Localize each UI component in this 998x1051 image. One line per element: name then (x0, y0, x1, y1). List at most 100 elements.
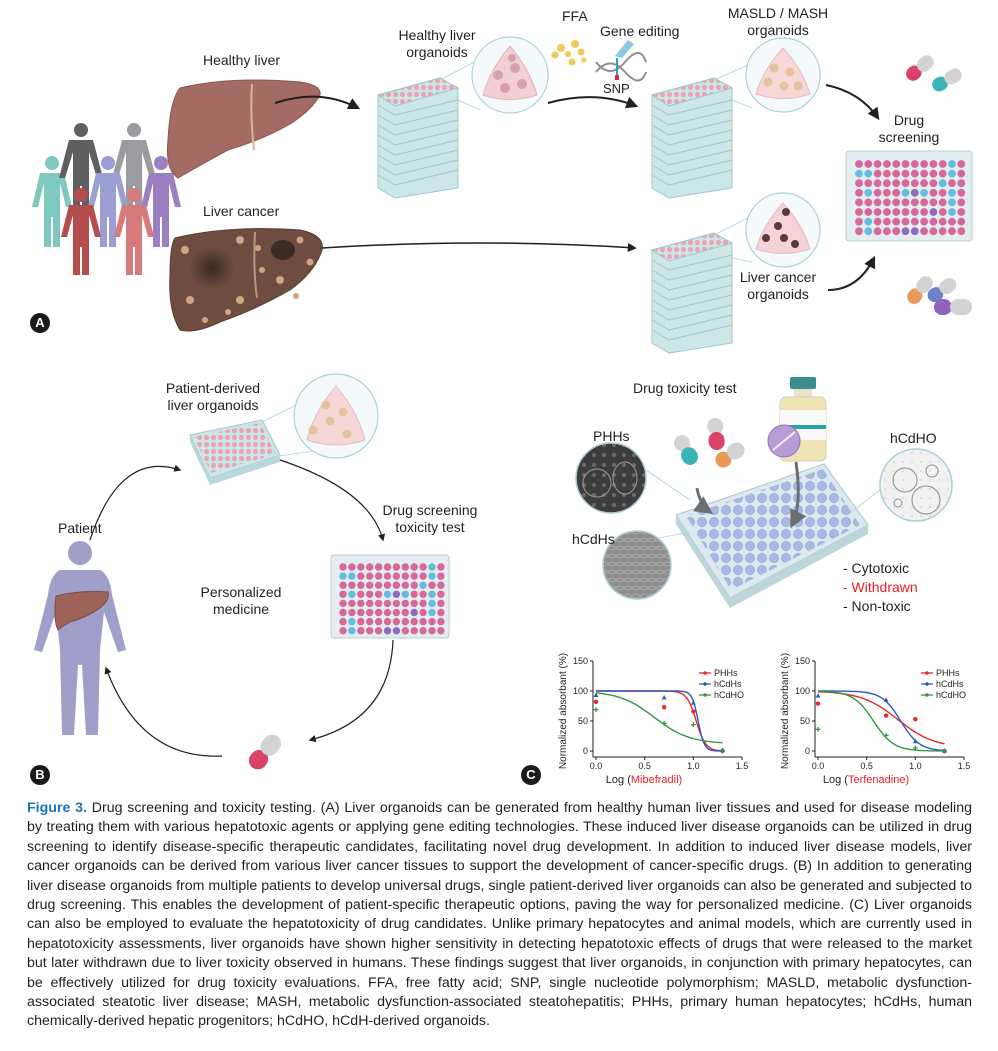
x-axis-label: Log (Terfenadine) (823, 774, 909, 786)
plate-well (855, 160, 863, 168)
legend-label: hCdHO (936, 690, 966, 700)
plate-well (910, 217, 919, 226)
plate-well (401, 572, 409, 580)
plate-well (873, 188, 882, 197)
data-point (661, 721, 667, 726)
data-point (942, 748, 947, 754)
data-point (883, 733, 889, 738)
arrow (827, 255, 876, 291)
plate-well (374, 608, 383, 617)
plate-well (339, 599, 347, 608)
plate-well (410, 599, 418, 608)
x-axis-label: Log (Mibefradil) (606, 774, 682, 786)
panel-b-badge: B (30, 765, 50, 785)
plate-well (437, 590, 445, 598)
plate-well (929, 217, 938, 226)
legend-label: hCdHs (936, 679, 964, 689)
plate-well (883, 227, 891, 236)
plate-well (383, 581, 392, 589)
plate-well (339, 563, 347, 571)
plate-well (957, 217, 966, 226)
plate-well (892, 198, 901, 207)
fit-curve-hcdhs (818, 690, 945, 752)
plate-well (410, 627, 418, 635)
plate-well (883, 160, 891, 168)
x-tick-label: 0.5 (638, 761, 651, 771)
plate-well (957, 169, 966, 178)
plate-well (957, 227, 966, 236)
plate-well (920, 188, 928, 197)
plate-well (374, 572, 383, 580)
plate-well (938, 188, 947, 197)
data-point (661, 705, 667, 710)
legend-label: PHHs (714, 668, 738, 678)
plate-well (892, 227, 901, 236)
plate-well (366, 617, 374, 626)
plate-well (938, 179, 947, 188)
plate-well (392, 599, 401, 608)
plate-well (948, 217, 956, 226)
plate-well (410, 617, 418, 626)
arrow (89, 464, 182, 541)
plate-well (419, 599, 427, 608)
gene-editing-label: Gene editing (600, 23, 680, 39)
outcome-withdrawn: - Withdrawn (843, 579, 918, 595)
data-point (690, 722, 696, 727)
plate-well (883, 198, 891, 207)
toxicity-outcome-list: - Cytotoxic - Withdrawn - Non-toxic (843, 559, 918, 616)
plate-well (348, 563, 356, 571)
personalized-medicine-label: Personalized medicine (200, 584, 282, 617)
plate-well (855, 227, 863, 236)
plate-well (929, 208, 938, 216)
patient-organoids-label: Patient-derived liver organoids (165, 380, 261, 413)
plate-well (410, 563, 418, 571)
arrow (274, 95, 361, 110)
plate-well (339, 627, 347, 635)
plate-well (339, 608, 347, 617)
y-tick-label: 50 (578, 716, 588, 726)
liver-cancer-label: Liver cancer (203, 203, 280, 219)
plate-well (892, 179, 901, 188)
arrow (308, 639, 394, 743)
plate-well (855, 169, 863, 178)
plate-well (437, 563, 445, 571)
plate-well (366, 572, 374, 580)
arrow (825, 84, 880, 120)
plate-well (938, 227, 947, 236)
plate-well (383, 627, 392, 635)
x-tick-label: 0.0 (812, 761, 825, 771)
phhs-label: PHHs (593, 428, 630, 444)
x-tick-label: 1.0 (687, 761, 700, 771)
plate-well (873, 208, 882, 216)
plate-well (383, 599, 392, 608)
data-point (720, 748, 725, 754)
legend-marker (703, 671, 707, 675)
plate-well (948, 208, 956, 216)
plate-well (428, 617, 436, 626)
plate-well (910, 188, 919, 197)
plate-well (357, 608, 365, 617)
ffa-droplets-icon (551, 40, 587, 66)
legend-marker (925, 693, 929, 697)
plate-well (374, 599, 383, 608)
plate-well (901, 198, 910, 207)
plate-well (401, 581, 409, 589)
data-point (815, 693, 821, 698)
patient-organoid-magnifier (261, 373, 379, 459)
plate-well (410, 590, 418, 598)
arrow (321, 242, 637, 253)
data-point (815, 727, 821, 732)
plate-well (929, 179, 938, 188)
y-tick-label: 150 (573, 656, 588, 666)
drug-screening-toxicity-label: Drug screening toxicity test (382, 502, 478, 535)
plate-well (374, 617, 383, 626)
population-silhouettes-icon (32, 123, 181, 275)
cancer-organoid-plate-stack (651, 232, 733, 354)
data-point (913, 717, 918, 722)
plate-well (855, 217, 863, 226)
plate-well (428, 590, 436, 598)
hcdho-label: hCdHO (890, 430, 937, 446)
caption-text: Drug screening and toxicity testing. (A)… (27, 800, 972, 1030)
